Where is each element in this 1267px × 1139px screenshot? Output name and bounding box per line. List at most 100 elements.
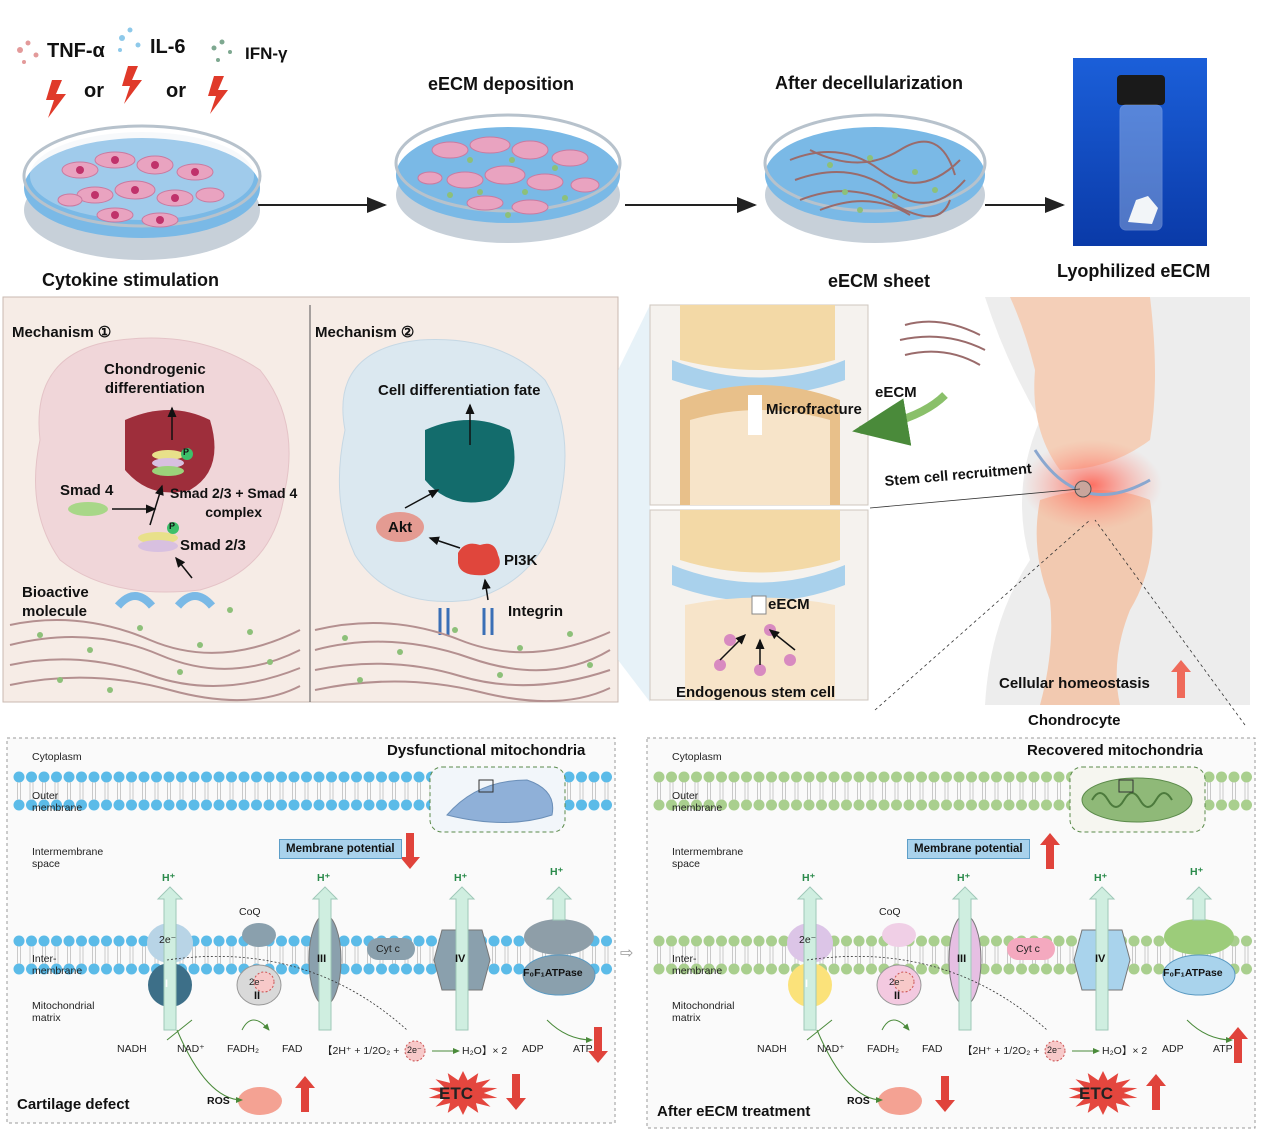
- left_mito-2e-label-1: 2e⁻: [159, 934, 177, 946]
- right_mito-complex-iv-label: IV: [1095, 953, 1106, 965]
- smad-complex-label: Smad 2/3 + Smad 4 complex: [170, 485, 298, 520]
- step3-label: eECM sheet: [828, 271, 931, 291]
- atpase-head: [1164, 919, 1234, 955]
- right_mito-hplus-3: H⁺: [1094, 872, 1108, 884]
- mechanism2-title: Mechanism ②: [315, 324, 415, 341]
- mitochondrion-damaged-icon: [446, 779, 554, 823]
- cells-deposition: [417, 136, 600, 215]
- bioactive-label: Bioactive molecule: [22, 584, 89, 620]
- cytokine-il6: IL-6: [150, 36, 186, 58]
- right_mito-proton-arrow-2: [951, 886, 979, 1031]
- right_mito-complex-ii-label: II: [894, 990, 901, 1002]
- ecm-fibers-mech2: [314, 621, 611, 703]
- right_mito-etc-arrow: [1146, 1074, 1166, 1110]
- ecm-particles-mech1: [37, 607, 273, 693]
- left_mito-footer: Cartilage defect: [17, 1096, 130, 1113]
- right_mito-proton-arrow-1: [796, 886, 824, 1031]
- ecm-particles-2: [827, 155, 938, 213]
- right_mito-2e-label-2: 2e⁻: [889, 977, 905, 988]
- left_mito-nad-label: NAD⁺: [177, 1043, 205, 1055]
- or-label-2: or: [166, 80, 186, 102]
- phospho-p-2: P: [169, 521, 176, 531]
- smad23-label: Smad 2/3: [180, 537, 246, 554]
- cells-stimulated: [57, 151, 225, 228]
- left_mito-atp-arrow: [588, 1027, 608, 1063]
- right_mito-hplus-2: H⁺: [957, 872, 971, 884]
- cell1-arrows: [112, 406, 193, 579]
- left_mito-ims-label: Intermembrane space: [32, 846, 104, 870]
- right_mito-adp-label: ADP: [1162, 1043, 1184, 1055]
- atpase-base: [1162, 954, 1236, 996]
- cell2-arrows: [404, 403, 491, 601]
- left_mito-ros-arrow: [295, 1076, 315, 1112]
- right_mito-etc-label: ETC: [1079, 1084, 1113, 1103]
- petri-dish-3: [763, 113, 987, 243]
- right_mito-atpase-label: F₀F₁ATPase: [1163, 967, 1223, 979]
- left_mito-hplus-1: H⁺: [162, 872, 176, 884]
- pi3k-label: PI3K: [504, 552, 538, 569]
- coq-carrier: [242, 923, 276, 947]
- left_mito-outer-label: Outer membrane: [32, 790, 83, 814]
- right_mito-fad-label: FAD: [922, 1043, 943, 1055]
- endogenous-arrows: [719, 629, 796, 665]
- left_mito-complex-iii-label: III: [317, 953, 327, 965]
- cytokine-dots: [17, 27, 232, 64]
- ecm-fibers: [789, 140, 966, 218]
- right_mito-membrane-potential-box: Membrane potential: [907, 839, 1030, 859]
- endogenous-label: Endogenous stem cell: [676, 684, 836, 701]
- right_mito-atp-label: ATP: [1213, 1043, 1233, 1055]
- right_mito-coq-label: CoQ: [879, 906, 901, 918]
- left_mito-complex-i-label: I: [165, 978, 169, 990]
- coq-carrier: [882, 923, 916, 947]
- right_mito-nadh-label: NADH: [757, 1043, 787, 1055]
- right_mito-ros-arrow: [935, 1076, 955, 1112]
- right_mito-fadh2-label: FADH₂: [867, 1043, 900, 1055]
- left_mito-fad-label: FAD: [282, 1043, 303, 1055]
- joint-top: [672, 305, 845, 505]
- ros-blob: [238, 1087, 282, 1115]
- right_mito-hplus-1: H⁺: [802, 872, 816, 884]
- right_mito-proton-arrow-4: [1185, 886, 1213, 921]
- left_mito-2e-label-2: 2e⁻: [249, 977, 265, 988]
- akt-label: Akt: [388, 519, 413, 536]
- cytc-carrier: [1007, 938, 1055, 960]
- right_mito-ims-label: Intermembrane space: [672, 846, 744, 870]
- cytokine-ifn: IFN-γ: [245, 44, 288, 63]
- svg-text:⇨: ⇨: [620, 943, 633, 962]
- left_mito-hplus-2: H⁺: [317, 872, 331, 884]
- cell-nuclei: [76, 156, 199, 224]
- etc-burst: [428, 1071, 498, 1115]
- right_mito-water-label: H₂O】× 2: [1102, 1045, 1148, 1057]
- left_mito-etc-arrow: [506, 1074, 526, 1110]
- left_mito-coq-label: CoQ: [239, 906, 261, 918]
- ecm-fibers-mech1: [9, 619, 301, 701]
- right_mito-proton-arrow-3: [1088, 886, 1116, 1031]
- left_mito-reaction-label: 【2H⁺ + 1/2O₂ +: [322, 1045, 400, 1057]
- right_mito-nad-label: NAD⁺: [817, 1043, 845, 1055]
- left_mito-inner-label: Inter- membrane: [32, 953, 83, 977]
- step4-label: Lyophilized eECM: [1057, 261, 1211, 281]
- homeostasis-up-arrow: [1171, 660, 1191, 698]
- left_mito-complex-iv-label: IV: [455, 953, 466, 965]
- left_mito-etc-label: ETC: [439, 1084, 473, 1103]
- right_mito-outer-label: Outer membrane: [672, 790, 723, 814]
- right_mito-ros-label: ROS: [847, 1095, 870, 1107]
- left_mito-cytc-label: Cyt c: [376, 943, 400, 955]
- or-label-1: or: [84, 80, 104, 102]
- eecm-inset-label: eECM: [768, 596, 810, 613]
- left_mito-proton-arrow-2: [311, 886, 339, 1031]
- mitochondrion-healthy-icon: [1081, 777, 1193, 823]
- step2-title: eECM deposition: [428, 74, 575, 94]
- right_mito-complex-i-label: I: [805, 978, 809, 990]
- right_mito-hplus-4: H⁺: [1190, 866, 1204, 878]
- atpase-head: [524, 919, 594, 955]
- left_mito-heading: Dysfunctional mitochondria: [387, 742, 586, 759]
- left_mito-matrix-label: Mitochondrial matrix: [32, 1000, 95, 1024]
- eecm-label: eECM: [875, 384, 917, 401]
- homeostasis-label: Cellular homeostasis: [999, 675, 1150, 692]
- lyophilized-vial-photo: [1073, 58, 1207, 246]
- cytc-carrier: [367, 938, 415, 960]
- left_mito-adp-label: ADP: [522, 1043, 544, 1055]
